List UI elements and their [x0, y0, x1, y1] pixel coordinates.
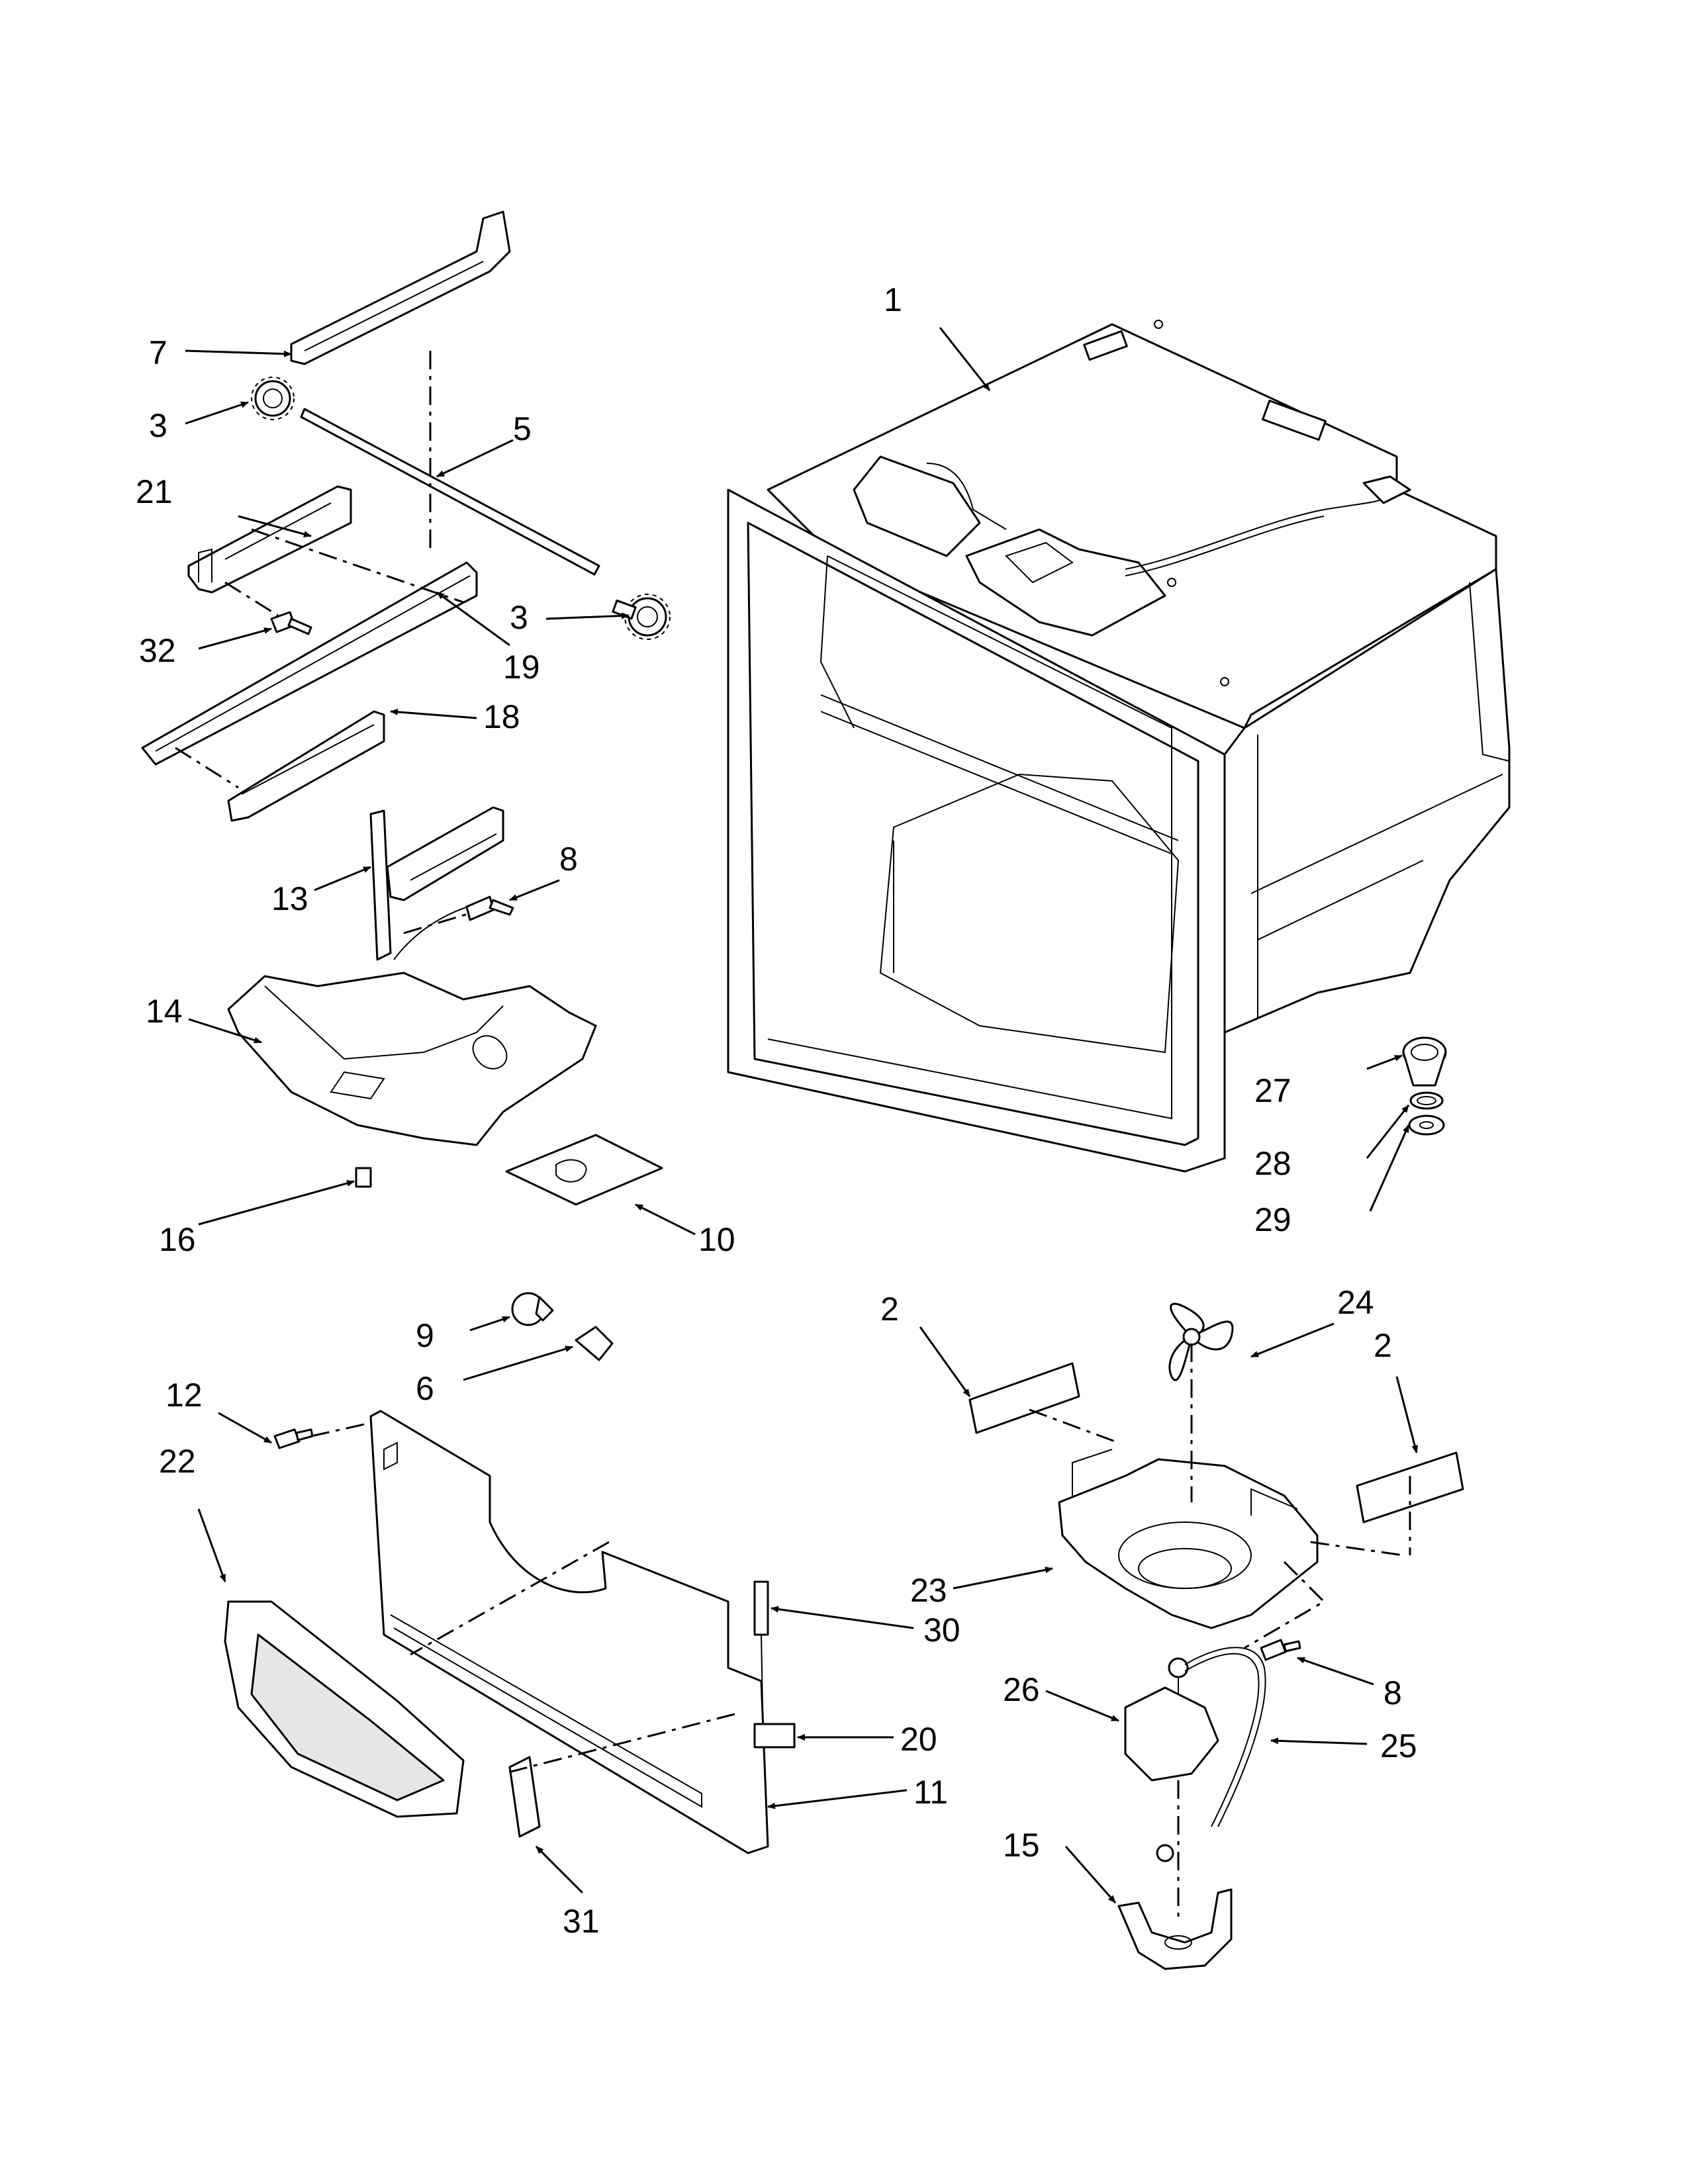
socket-part-6 [575, 1326, 614, 1361]
foam-pad-part-2-left [968, 1362, 1080, 1434]
callout-12: 12 [165, 1377, 203, 1414]
callout-5: 5 [513, 410, 532, 447]
callout-32: 32 [139, 632, 176, 669]
callout-29: 29 [1254, 1201, 1291, 1238]
leader-arrows [185, 327, 1419, 1903]
bulb-part-9 [511, 1292, 554, 1326]
callout-27: 27 [1254, 1072, 1291, 1109]
shaft-part-5 [300, 408, 600, 576]
clip-part-16 [355, 1167, 372, 1188]
callout-30: 30 [923, 1612, 961, 1649]
ice-tray-part-14 [227, 972, 597, 1146]
grille-part-22 [224, 1600, 465, 1818]
thermistor-part-30 [753, 1580, 769, 1708]
freezer-liner-part [727, 320, 1511, 1173]
gear-part-3-lower [612, 594, 671, 640]
callout-21: 21 [136, 473, 173, 510]
callout-3-lower: 3 [510, 599, 528, 636]
callout-18: 18 [483, 698, 520, 735]
callout-8-upper: 8 [559, 841, 578, 878]
callout-24: 24 [1337, 1284, 1374, 1321]
callout-25: 25 [1380, 1727, 1417, 1764]
wire-harness-part-25 [1184, 1647, 1266, 1827]
callout-labels: 1 2 2 3 3 5 6 7 8 8 9 10 11 12 13 14 15 … [136, 281, 1417, 1940]
slide-bracket-part-21 [187, 485, 352, 594]
strip-part-20 [753, 1723, 796, 1749]
callout-16: 16 [159, 1221, 196, 1258]
upper-rail-part-7 [290, 210, 511, 365]
callout-13: 13 [271, 880, 308, 917]
long-rail-part-19 [141, 561, 478, 766]
screw-part-8-upper [465, 895, 514, 921]
label-part-10 [505, 1134, 663, 1206]
rail-part-18 [227, 710, 385, 822]
callout-26: 26 [1003, 1671, 1040, 1708]
bracket-part-13 [369, 806, 504, 961]
callout-11: 11 [914, 1774, 948, 1811]
screw-part-8-lower [1260, 1639, 1301, 1661]
callout-14: 14 [146, 993, 183, 1030]
callout-1: 1 [884, 281, 902, 318]
callout-31: 31 [563, 1903, 600, 1940]
cap-part-29 [1408, 1115, 1445, 1136]
assembly-lines [175, 351, 1411, 1919]
screw-part-32 [270, 611, 312, 635]
callout-28: 28 [1254, 1145, 1291, 1182]
callout-2-left: 2 [880, 1291, 899, 1328]
callout-15: 15 [1003, 1827, 1040, 1864]
screw-part-12 [273, 1428, 314, 1449]
callout-3-upper: 3 [149, 407, 167, 444]
callout-8-lower: 8 [1383, 1674, 1402, 1711]
motor-bracket-part-15 [1117, 1844, 1233, 1970]
callout-10: 10 [698, 1221, 735, 1258]
damper-part-27 [1402, 1036, 1447, 1087]
clip-part-31 [508, 1756, 541, 1838]
callout-19: 19 [503, 649, 540, 686]
ring-part-28 [1409, 1091, 1444, 1110]
callout-20: 20 [900, 1721, 937, 1758]
callout-9: 9 [416, 1317, 434, 1354]
fan-motor-part-26 [1124, 1657, 1219, 1782]
cover-panel-part-11 [369, 1410, 769, 1854]
callout-22: 22 [159, 1443, 196, 1480]
callout-2-right: 2 [1374, 1327, 1392, 1364]
callout-23: 23 [910, 1572, 947, 1609]
callout-6: 6 [416, 1370, 434, 1407]
fan-shroud-part-23 [1058, 1449, 1319, 1629]
fan-blade-part-24 [1168, 1302, 1234, 1381]
gear-part-3-upper [251, 377, 295, 420]
callout-7: 7 [149, 334, 167, 371]
